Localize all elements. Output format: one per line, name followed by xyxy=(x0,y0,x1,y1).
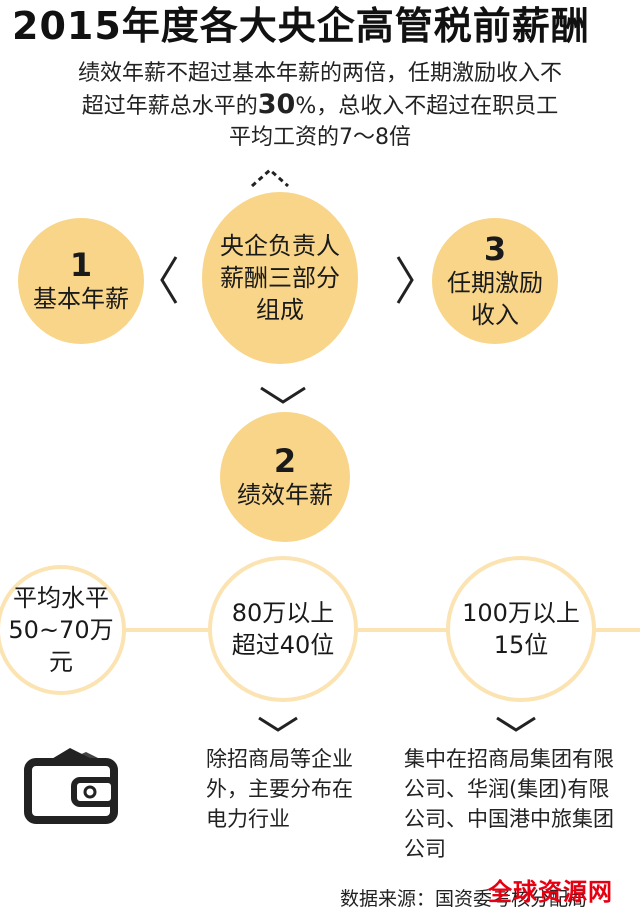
chevron-down-icon xyxy=(260,386,306,404)
level-100w-circle: 100万以上 15位 xyxy=(446,556,596,702)
intro-percent-number: 30 xyxy=(257,89,296,120)
note-80w-line-2: 外，主要分布在 xyxy=(206,777,353,801)
chevron-down-small-icon xyxy=(496,716,536,732)
center-line-3: 组成 xyxy=(256,296,304,324)
note-100w-line-2: 公司、华润(集团)有限 xyxy=(404,777,610,801)
level-average-line-1: 平均水平 xyxy=(13,584,109,612)
watermark: 全球资源网 xyxy=(488,878,613,906)
part-1-circle: 1 基本年薪 xyxy=(18,218,144,344)
level-80w-line-2: 超过40位 xyxy=(231,631,335,659)
part-3-line-1: 任期激励 xyxy=(447,269,543,297)
level-80w-line-1: 80万以上 xyxy=(231,599,335,627)
level-average-line-2: 50~70万元 xyxy=(8,616,114,676)
dotted-chevron-up-icon xyxy=(251,167,289,188)
note-100w-line-1: 集中在招商局集团有限 xyxy=(404,747,614,771)
part-1-number: 1 xyxy=(69,246,93,284)
intro-line-2-pre: 超过年薪总水平的 xyxy=(81,94,258,119)
intro-text: 绩效年薪不超过基本年薪的两倍，任期激励收入不 超过年薪总水平的30%，总收入不超… xyxy=(10,58,630,153)
part-2-number: 2 xyxy=(273,442,297,480)
center-line-1: 央企负责人 xyxy=(220,232,340,260)
part-2-circle: 2 绩效年薪 xyxy=(220,412,350,542)
note-80w-line-3: 电力行业 xyxy=(206,807,290,831)
part-3-circle: 3 任期激励 收入 xyxy=(432,218,558,344)
intro-line-3: 平均工资的7～8倍 xyxy=(229,125,411,150)
page-title: 2015年度各大央企高管税前薪酬 xyxy=(12,4,590,48)
note-100w-line-3: 公司、中国港中旅集团 xyxy=(404,807,614,831)
intro-line-2: 超过年薪总水平的30%，总收入不超过在职员工 xyxy=(10,89,630,122)
note-100w: 集中在招商局集团有限 公司、华润(集团)有限 公司、中国港中旅集团 公司 xyxy=(404,744,634,864)
note-100w-line-4: 公司 xyxy=(404,837,446,861)
part-2-label: 绩效年薪 xyxy=(237,481,333,509)
level-100w-line-2: 15位 xyxy=(493,631,549,659)
level-100w-line-1: 100万以上 xyxy=(462,599,580,627)
chevron-down-small-icon xyxy=(258,716,298,732)
level-80w-circle: 80万以上 超过40位 xyxy=(208,556,358,702)
level-average-circle: 平均水平 50~70万元 xyxy=(0,565,126,695)
chevron-right-icon xyxy=(396,256,414,304)
center-line-2: 薪酬三部分 xyxy=(220,264,340,292)
center-circle: 央企负责人 薪酬三部分 组成 xyxy=(202,192,358,364)
note-80w-line-1: 除招商局等企业 xyxy=(206,747,353,771)
note-80w: 除招商局等企业 外，主要分布在 电力行业 xyxy=(206,744,396,834)
data-source: 数据来源：国资委考核分配局 xyxy=(340,888,588,910)
wallet-icon xyxy=(24,748,118,824)
chevron-left-icon xyxy=(160,256,178,304)
part-1-label: 基本年薪 xyxy=(33,285,129,313)
part-3-number: 3 xyxy=(483,230,507,268)
intro-line-2-post: %，总收入不超过在职员工 xyxy=(295,94,559,119)
part-3-line-2: 收入 xyxy=(471,301,519,329)
intro-line-1: 绩效年薪不超过基本年薪的两倍，任期激励收入不 xyxy=(77,61,562,86)
